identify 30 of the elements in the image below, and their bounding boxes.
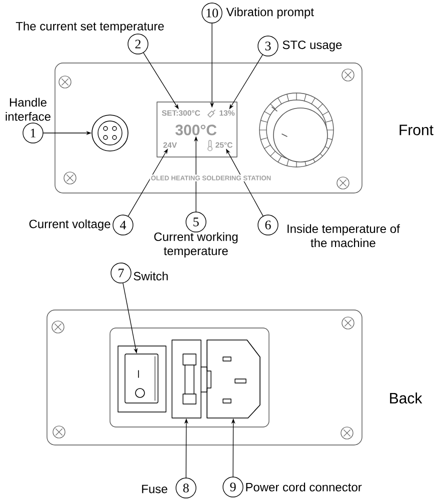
callout-label: STC usage bbox=[282, 40, 342, 52]
power-socket bbox=[206, 340, 260, 418]
display-screen bbox=[156, 102, 238, 158]
callout-label: Switch bbox=[134, 272, 168, 280]
callout-label: Handle interface bbox=[6, 98, 50, 121]
callout-number: 4 bbox=[112, 214, 134, 236]
callout-number: 10 bbox=[202, 2, 222, 24]
callout-label: Current voltage bbox=[29, 219, 110, 231]
rocker-switch bbox=[118, 346, 166, 412]
fuse-holder bbox=[172, 340, 212, 418]
power-module bbox=[110, 328, 270, 428]
callout-label: Inside temperature of the machine bbox=[288, 224, 400, 248]
callout-label: The current set temperature bbox=[16, 22, 164, 33]
callout-number: 5 bbox=[186, 212, 206, 232]
connector-socket bbox=[92, 114, 128, 152]
callout-label: Power cord connector bbox=[246, 482, 362, 492]
callout-number: 6 bbox=[258, 214, 278, 236]
callout-number: 3 bbox=[258, 36, 278, 56]
callout-label: Vibration prompt bbox=[226, 7, 314, 19]
display-text: 300°C bbox=[175, 124, 216, 136]
callout-number: 2 bbox=[128, 34, 148, 54]
view-label: Front bbox=[400, 124, 434, 136]
callout-number: 7 bbox=[110, 262, 132, 284]
iron-icon bbox=[208, 110, 216, 118]
view-label: Back bbox=[390, 392, 422, 404]
callout-number: 9 bbox=[222, 476, 244, 498]
callout-label: Fuse bbox=[142, 484, 168, 494]
callout-number: 8 bbox=[176, 478, 196, 498]
callout-number: 1 bbox=[22, 122, 44, 144]
callout-label: Current working temperature bbox=[154, 232, 238, 258]
